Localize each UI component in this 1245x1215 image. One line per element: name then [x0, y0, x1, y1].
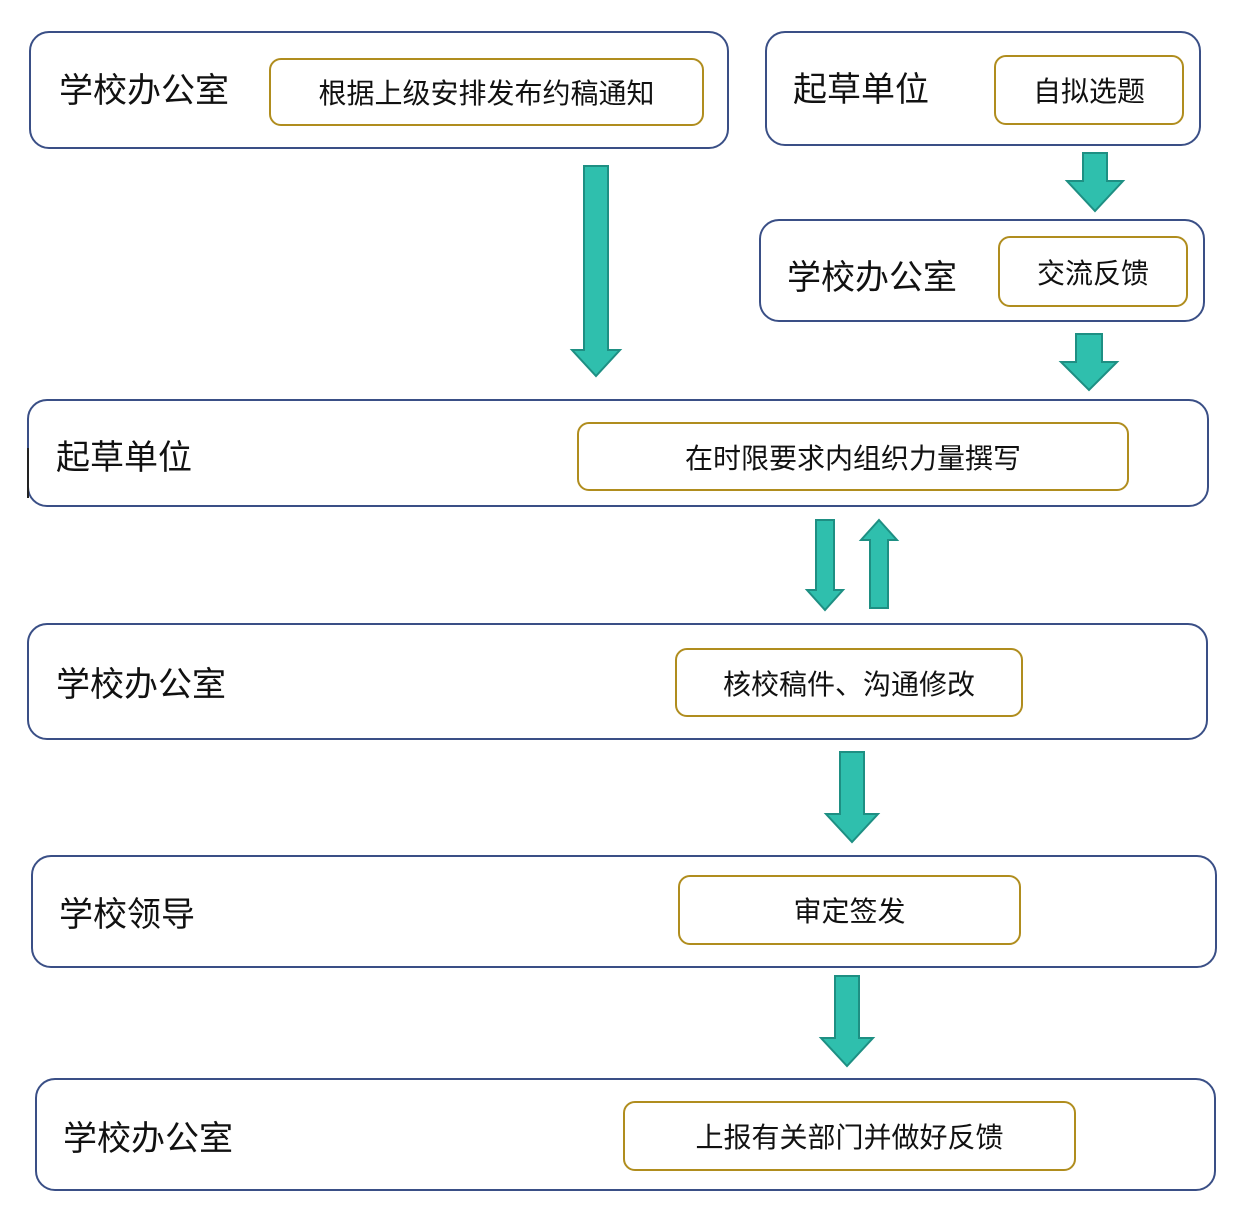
arrow-down-long	[569, 165, 623, 378]
stage-role-label: 起草单位	[793, 70, 929, 110]
stage-notice: 学校办公室 根据上级安排发布约稿通知	[29, 31, 729, 149]
stage-task-box: 在时限要求内组织力量撰写	[577, 422, 1129, 491]
stage-role-label: 学校办公室	[59, 71, 229, 111]
stage-approve: 学校领导 审定签发	[31, 855, 1217, 968]
stage-task-box: 根据上级安排发布约稿通知	[269, 58, 704, 126]
stage-review: 学校办公室 核校稿件、沟通修改	[27, 623, 1208, 740]
stage-role-label: 起草单位	[56, 438, 192, 478]
stage-role-label: 学校办公室	[787, 258, 957, 298]
margin-mark	[27, 448, 29, 498]
stage-report: 学校办公室 上报有关部门并做好反馈	[35, 1078, 1216, 1191]
stage-task-box: 上报有关部门并做好反馈	[623, 1101, 1076, 1171]
stage-feedback: 学校办公室 交流反馈	[759, 219, 1205, 322]
stage-drafting: 起草单位 在时限要求内组织力量撰写	[27, 399, 1209, 507]
stage-role-label: 学校办公室	[56, 665, 226, 705]
stage-task-box: 审定签发	[678, 875, 1021, 945]
stage-task-box: 核校稿件、沟通修改	[675, 648, 1023, 717]
stage-task-box: 自拟选题	[994, 55, 1184, 125]
stage-role-label: 学校领导	[59, 895, 195, 935]
stage-task-box: 交流反馈	[998, 236, 1188, 307]
arrow-down-short	[1058, 333, 1120, 392]
arrow-down-medium	[823, 751, 881, 844]
arrow-down-short	[1064, 152, 1126, 213]
arrow-down-medium	[818, 975, 876, 1068]
stage-self-topic: 起草单位 自拟选题	[765, 31, 1201, 146]
arrow-down-narrow	[804, 519, 846, 612]
stage-role-label: 学校办公室	[63, 1119, 233, 1159]
arrow-up-narrow	[858, 518, 900, 609]
